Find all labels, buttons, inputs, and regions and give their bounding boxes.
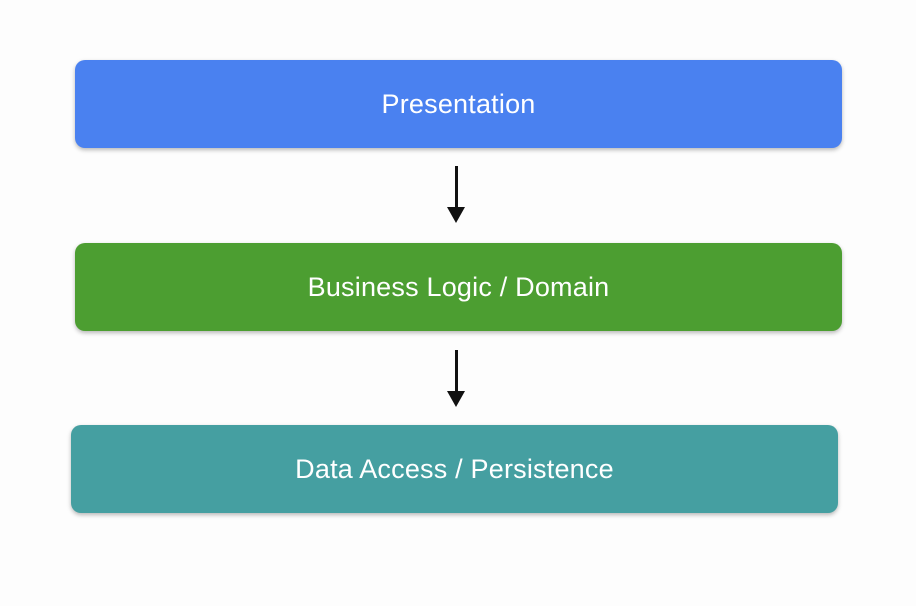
layer-label-presentation: Presentation [381, 88, 536, 119]
arrow-presentation-to-business [447, 166, 465, 223]
down-arrow-line [454, 350, 458, 391]
down-arrow-head-icon [447, 391, 465, 407]
layer-box-presentation: Presentation [75, 60, 842, 148]
layer-label-business-logic: Business Logic / Domain [307, 271, 610, 302]
layer-label-data-access: Data Access / Persistence [295, 453, 614, 484]
down-arrow-line [454, 166, 458, 207]
arrow-business-to-data [447, 350, 465, 407]
down-arrow-head-icon [447, 207, 465, 223]
layer-box-data-access: Data Access / Persistence [71, 425, 838, 513]
layer-box-business-logic: Business Logic / Domain [75, 243, 842, 331]
